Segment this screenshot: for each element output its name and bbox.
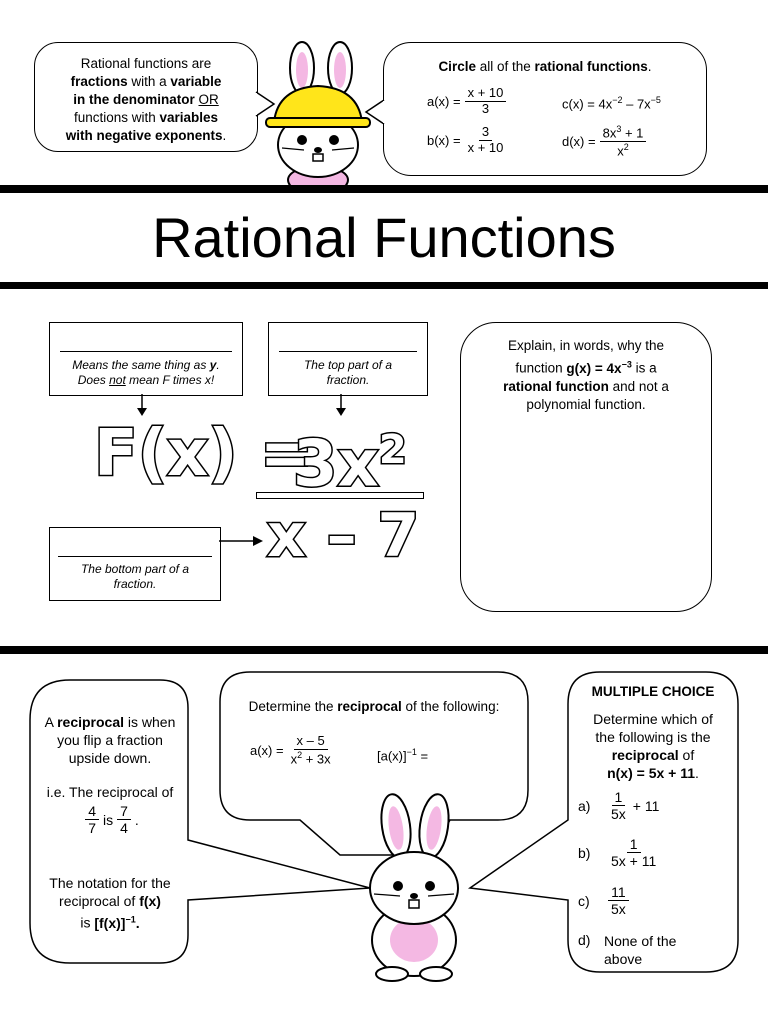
definition-bubble: Rational functions are fractions with a …	[34, 42, 258, 152]
arrow-down-icon	[137, 394, 147, 416]
circle-rational-instruction: Circle all of the rational functions.	[438, 59, 652, 74]
multiple-choice-question: Determine which of the following is the …	[593, 711, 713, 781]
equation-numerator: 3x2	[292, 426, 409, 502]
divider-middle-bottom	[0, 646, 768, 654]
page-title: Rational Functions	[152, 206, 616, 269]
function-d: d(x) = 8x3 + 1 x2	[562, 124, 650, 160]
construction-bunny-illustration	[265, 41, 371, 188]
def-line-5: with negative exponents.	[65, 128, 227, 143]
def-line-3: in the denominator OR	[73, 92, 219, 107]
label-box-numerator[interactable]: The top part of a fraction.	[268, 322, 428, 396]
label-box-function-notation[interactable]: Means the same thing as y. Does not mean…	[49, 322, 243, 396]
bubble-tail-right	[364, 99, 386, 125]
divider-title-bottom	[0, 282, 768, 289]
reciprocal-instruction: Determine the reciprocal of the followin…	[248, 699, 500, 714]
reciprocal-definition: A reciprocal is when you flip a fraction…	[44, 714, 176, 766]
def-line-2: fractions with a variable	[70, 74, 222, 89]
bottom-bubbles-outline	[29, 671, 739, 973]
fraction-bar	[256, 492, 424, 499]
denominator-caption: The bottom part of a fraction.	[80, 562, 190, 591]
function-c: c(x) = 4x−2 – 7x−5	[562, 95, 661, 112]
function-notation-caption: Means the same thing as y. Does not mean…	[72, 358, 220, 387]
multiple-choice-heading: MULTIPLE CHOICE	[591, 684, 715, 699]
equation-left-side: F(x) =	[92, 417, 314, 492]
circle-rational-bubble: Circle all of the rational functions.	[383, 42, 707, 176]
def-line-4: functions with variables	[73, 110, 219, 125]
def-line-1: Rational functions are	[80, 56, 212, 71]
arrow-down-icon	[336, 394, 346, 416]
explain-prompt: Explain, in words, why the function g(x)…	[503, 338, 669, 412]
numerator-caption: The top part of a fraction.	[303, 358, 393, 387]
equation-denominator: x – 7	[265, 500, 420, 573]
divider-top	[0, 185, 768, 193]
bunny-illustration	[369, 793, 459, 982]
arrow-right-icon	[219, 536, 263, 546]
label-box-denominator[interactable]: The bottom part of a fraction.	[49, 527, 221, 601]
reciprocal-answer-prompt: [a(x)]−1 =	[377, 747, 429, 764]
explain-answer-box[interactable]: Explain, in words, why the function g(x)…	[460, 322, 712, 612]
reciprocal-function-a: a(x) = x – 5 x2 + 3x	[250, 733, 331, 767]
reciprocal-notation: The notation for the reciprocal of f(x) …	[49, 875, 171, 931]
bubble-tail-left	[254, 91, 276, 117]
